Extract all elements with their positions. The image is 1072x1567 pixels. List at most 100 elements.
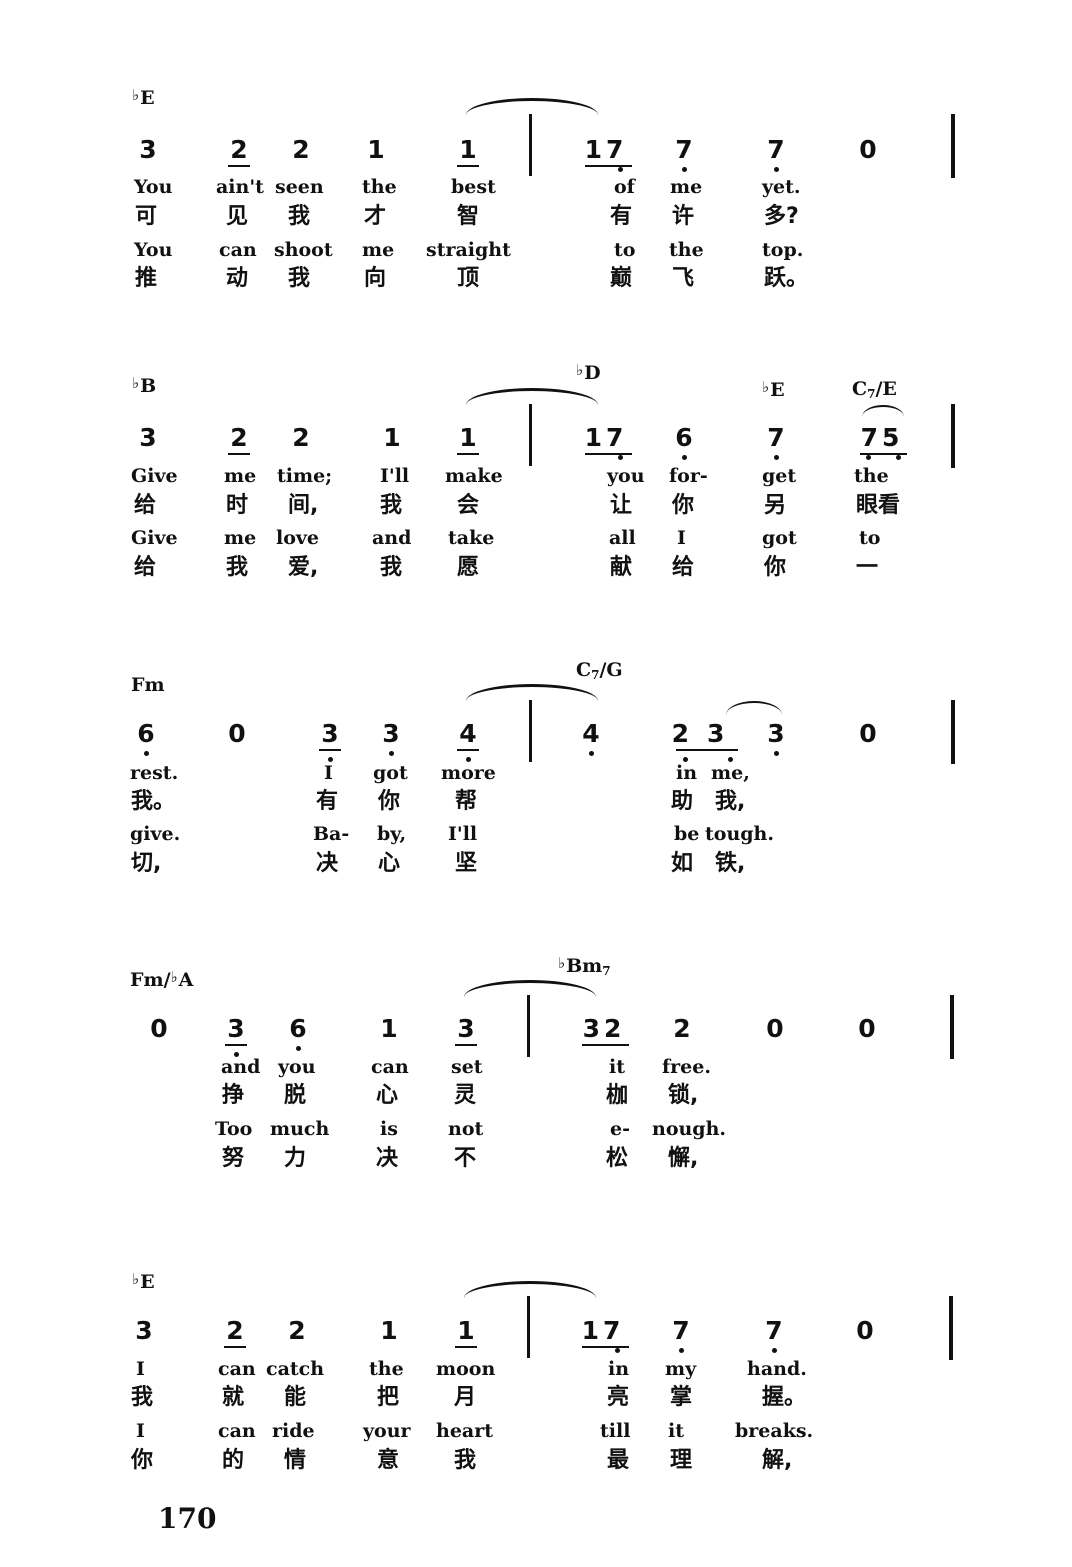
lyric: 月 [454,1385,477,1410]
lyric: 我 [454,1448,477,1473]
lyric: 意 [377,1448,400,1473]
lyric: e- [610,1118,630,1140]
lyric: Give [131,465,178,487]
lyric: can [218,1358,256,1380]
lyric: the [362,176,397,198]
lyric: you [607,465,645,487]
note: 0 [766,1014,784,1043]
lyric: top. [762,239,804,261]
note: 1 [367,135,385,164]
lyric: 如 [671,851,694,876]
lyric: more [441,762,496,784]
note: 1 [380,1014,398,1043]
lyric: not [448,1118,484,1140]
lyric: 切, [131,851,162,876]
lyric: moon [436,1358,496,1380]
chord-symbol: ♭E [762,378,785,401]
note: 6 [669,425,699,460]
note: 23 [671,719,743,748]
lyric: 努 [222,1146,245,1171]
lyric: seen [275,176,324,198]
note: 0 [856,1316,874,1345]
barline [529,404,532,466]
lyric: and [221,1056,261,1078]
note: 17 [584,135,628,164]
lyric: 眼看 [856,493,901,518]
lyric: of [614,176,635,198]
lyric: I [136,1420,145,1442]
note: 3 [221,1016,251,1057]
lyric: 力 [284,1146,307,1171]
lyric: can [219,239,257,261]
note: 2 [224,137,254,167]
note: 7 [759,1318,789,1353]
underline-beam [860,453,907,455]
phrase-slur [464,980,596,997]
lyric: 见 [226,204,249,229]
barline [951,404,955,468]
lyric: tough. [705,823,774,845]
lyric: 多? [764,204,799,229]
lyric: to [859,527,881,549]
lyric: 情 [284,1448,307,1473]
note: 1 [383,423,401,452]
barline [950,995,954,1059]
note: 32 [582,1014,626,1043]
lyric: can [218,1420,256,1442]
lyric: the [669,239,704,261]
lyric: 心 [378,851,401,876]
barline [527,1296,530,1358]
chord-symbol: C7/E [852,378,897,401]
lyric: I [677,527,686,549]
lyric: 才 [364,204,387,229]
lyric: it [668,1420,684,1442]
lyric: till [600,1420,631,1442]
underline-beam [585,453,632,455]
lyric: to [614,239,636,261]
note: 7 [666,1318,696,1353]
lyric: give. [130,823,181,845]
lyric: the [369,1358,404,1380]
lyric: all [609,527,636,549]
lyric: 顶 [457,266,480,291]
lyric: 我。 [131,789,176,814]
lyric: 理 [670,1448,693,1473]
lyric: it [609,1056,625,1078]
lyric: by, [377,823,407,845]
lyric: You [134,176,173,198]
underline-beam [676,749,738,751]
lyric: 巅 [610,266,633,291]
lyric: 脱 [284,1083,307,1108]
lyric: in [608,1358,630,1380]
phrase-slur [466,684,598,701]
note: 1 [380,1316,398,1345]
lyric: 不 [454,1146,477,1171]
lyric: I'll [448,823,478,845]
lyric: 有 [316,789,339,814]
lyric: shoot [274,239,333,261]
lyric: 时 [226,493,249,518]
lyric: ride [272,1420,315,1442]
barline [951,114,955,178]
lyric: 间, [288,493,319,518]
note: 0 [150,1014,168,1043]
lyric: 给 [134,555,157,580]
chord-symbol: ♭B [132,374,157,397]
underline-beam [585,165,632,167]
note: 17 [584,423,628,452]
lyric: 我, [715,789,746,814]
lyric: time; [277,465,333,487]
barline [527,995,530,1057]
lyric: 献 [610,555,633,580]
lyric: can [371,1056,409,1078]
lyric: 许 [672,204,695,229]
lyric: 最 [607,1448,630,1473]
chord-symbol: Fm [131,674,165,696]
lyric: 亮 [607,1385,630,1410]
lyric: 跃。 [764,266,809,291]
note: 0 [858,1014,876,1043]
barline [951,700,955,764]
note: 3 [139,135,157,164]
lyric: 爱, [288,555,319,580]
note: 4 [453,721,483,762]
